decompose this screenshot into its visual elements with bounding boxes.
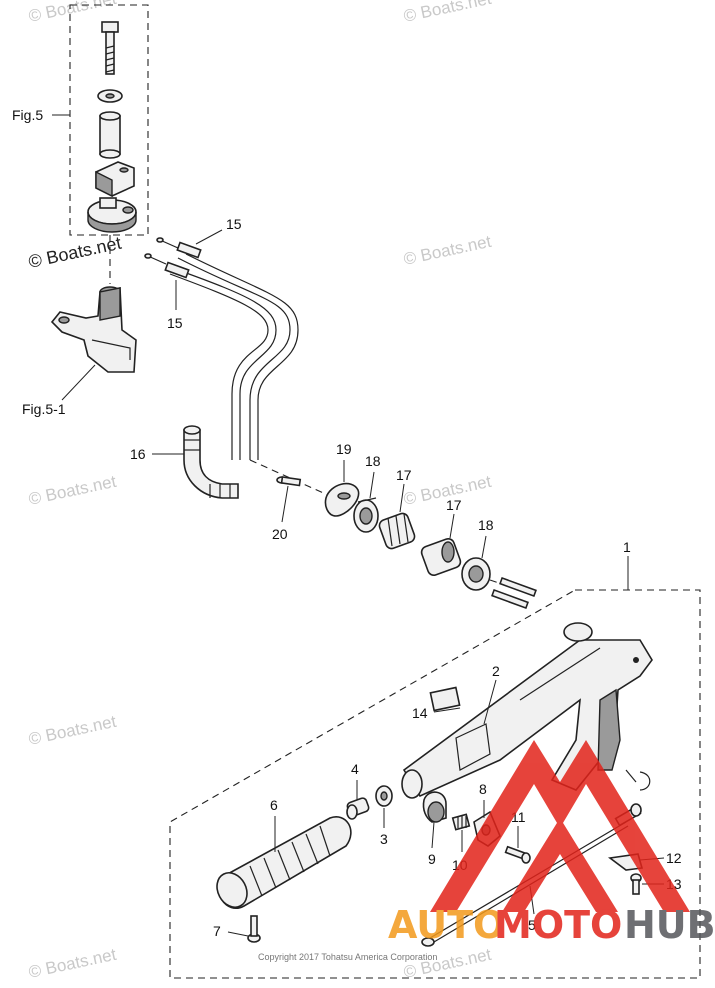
automotohub-logo: AUTO MOTO HUB — [388, 740, 715, 947]
callout-16: 16 — [130, 446, 146, 462]
callout-19: 19 — [336, 441, 352, 457]
part-11-bolt — [504, 845, 531, 864]
part-9-knob — [422, 791, 447, 823]
copyright-text: Copyright 2017 Tohatsu America Corporati… — [258, 952, 437, 962]
leader-7 — [227, 931, 249, 937]
callout-9: 9 — [428, 851, 436, 867]
cable-axis — [249, 459, 331, 497]
leader-2 — [483, 679, 497, 725]
callout-18b: 18 — [478, 517, 494, 533]
callout-20: 20 — [272, 526, 288, 542]
fig5-block — [95, 161, 135, 198]
callout-2: 2 — [492, 663, 500, 679]
callout-15b: 15 — [167, 315, 183, 331]
part-10-spring — [451, 813, 471, 831]
cable-ends — [489, 576, 537, 610]
logo-text-auto: AUTO — [388, 903, 505, 947]
leader-20 — [281, 485, 289, 523]
fig5-1-leader — [61, 364, 96, 401]
callout-12: 12 — [666, 850, 682, 866]
part-19-plate — [324, 482, 360, 517]
watermark-layer: © Boats.net © Boats.net © Boats.net © Bo… — [27, 0, 494, 982]
logo-text-moto: MOTO — [494, 903, 622, 947]
callout-4: 4 — [351, 761, 359, 777]
watermark: © Boats.net — [27, 945, 118, 982]
leader-17a — [399, 483, 405, 513]
part-20-screw — [276, 476, 302, 487]
fig5-1-bracket — [50, 286, 137, 373]
fig5-bolt — [101, 21, 119, 75]
part-6-grip — [216, 816, 352, 909]
watermark: © Boats.net — [27, 712, 118, 749]
fig5-1-label: Fig.5-1 — [22, 401, 66, 417]
fig5-plate — [87, 197, 137, 233]
part-4-bushing — [346, 797, 370, 820]
part-18-grommet-b — [461, 557, 491, 591]
part-13-screw — [630, 873, 642, 895]
part-3-washer — [375, 785, 393, 807]
watermark: © Boats.net — [402, 0, 493, 26]
callout-6: 6 — [270, 797, 278, 813]
watermark: © Boats.net — [27, 472, 118, 509]
callout-17b: 17 — [446, 497, 462, 513]
leader-18b — [481, 535, 487, 559]
callout-7: 7 — [213, 923, 221, 939]
watermark: © Boats.net — [402, 945, 493, 982]
callout-8: 8 — [479, 781, 487, 797]
fig5-sleeve — [99, 111, 121, 159]
callout-17a: 17 — [396, 467, 412, 483]
fig5-washer — [97, 89, 123, 103]
watermark: © Boats.net — [402, 232, 493, 269]
leader-18a — [369, 471, 375, 499]
assembly-1-box — [169, 589, 701, 979]
part-17-holder-a — [378, 512, 416, 550]
callout-15a: 15 — [226, 216, 242, 232]
watermark-strong: © Boats.net — [27, 233, 123, 272]
part-16-hose — [183, 425, 239, 499]
part-17-holder-b — [420, 537, 462, 577]
part-7-screw — [247, 915, 261, 943]
fig5-box — [69, 4, 149, 236]
logo-mark-inner — [502, 818, 618, 912]
leader-15a — [195, 229, 223, 245]
shift-throttle-cables — [144, 237, 299, 460]
part-18-grommet — [353, 497, 379, 533]
leader-9 — [431, 821, 435, 849]
callout-3: 3 — [380, 831, 388, 847]
part-clip — [625, 769, 651, 791]
logo-text-hub: HUB — [624, 903, 715, 947]
callout-5: 5 — [528, 917, 536, 933]
part-14-label — [429, 686, 461, 712]
fig5-label: Fig.5 — [12, 107, 43, 123]
callout-18a: 18 — [365, 453, 381, 469]
callout-1: 1 — [623, 539, 631, 555]
leader-17b — [449, 513, 455, 539]
leader-14 — [433, 707, 461, 713]
callout-14: 14 — [412, 705, 428, 721]
